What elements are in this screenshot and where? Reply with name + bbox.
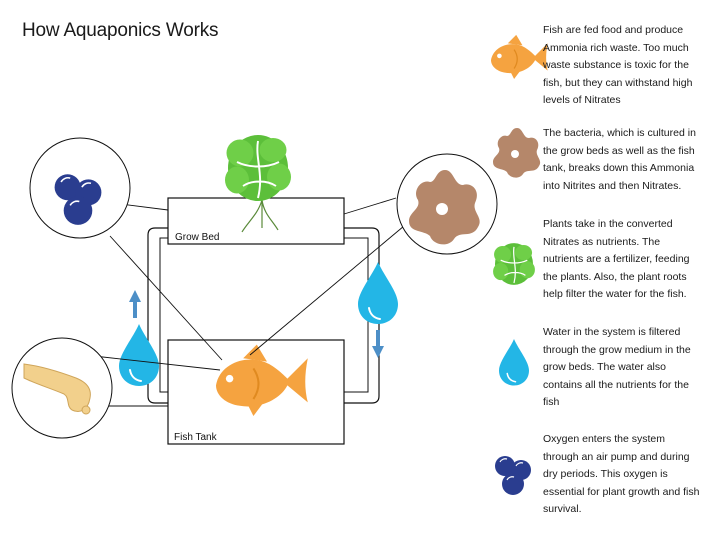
flow-down-arrow-icon <box>372 330 384 358</box>
legend-text-plant: Plants take in the converted Nitrates as… <box>543 218 690 301</box>
grow-bed <box>167 197 345 245</box>
legend-water-drop-icon <box>498 338 530 387</box>
legend-fish-icon <box>490 34 549 80</box>
water-drop-icon <box>118 323 160 387</box>
legend-text-bacteria: The bacteria, which is cultured in the g… <box>543 127 696 192</box>
legend-text-water: Water in the system is filtered through … <box>543 326 691 409</box>
plant-icon <box>224 134 292 233</box>
legend-oxygen-bubbles-icon <box>494 455 532 496</box>
page-title: How Aquaponics Works <box>22 20 219 41</box>
water-drop-icon <box>357 261 399 325</box>
legend-text-fish: Fish are fed food and produce Ammonia ri… <box>543 24 693 107</box>
legend-plant-icon <box>492 242 536 286</box>
grow-bed-label: Grow Bed <box>175 232 219 243</box>
fish-tank-label: Fish Tank <box>174 432 218 443</box>
legend-bacteria-icon <box>493 128 541 178</box>
hand-feeding-icon <box>23 363 91 415</box>
flow-up-arrow-icon <box>129 290 141 318</box>
legend-text-oxygen: Oxygen enters the system through an air … <box>543 433 700 516</box>
